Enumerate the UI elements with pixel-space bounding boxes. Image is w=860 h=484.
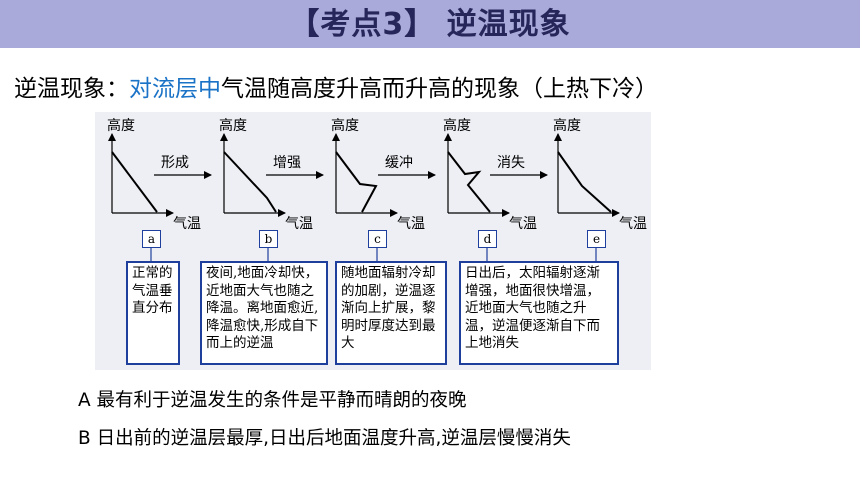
graph-a [108, 133, 174, 217]
option-b: B 日出前的逆温层最厚,日出后地面温度升高,逆温层慢慢消失 [78, 428, 571, 449]
intro-suffix: 气温随高度升高而升高的现象（上热下冷） [221, 76, 658, 102]
description-d: 日出后，太阳辐射逐渐增强，地面很快增温，近地面大气也随之升温，逆温便逐渐自下而上… [459, 261, 619, 365]
x-axis-label-a: 气温 [173, 216, 201, 232]
description-b: 夜间,地面冷却快，近地面大气也随之降温。离地面愈近,降温愈快,形成自下而上的逆温 [200, 261, 328, 365]
graph-e [554, 133, 620, 217]
x-axis-label-d: 气温 [509, 216, 537, 232]
panel-letter-c: c [368, 230, 387, 248]
inversion-diagram: 高度 高度 高度 高度 高度 气温 气温 气温 气温 气温 形成 增强 缓冲 消… [95, 112, 651, 370]
arrow-label-form: 形成 [161, 155, 189, 171]
y-axis-label-c: 高度 [331, 118, 359, 134]
diagram-graphics [108, 133, 620, 261]
graph-d [444, 133, 510, 217]
description-a: 正常的气温垂直分布 [126, 261, 180, 365]
y-axis-label-d: 高度 [443, 118, 471, 134]
x-axis-label-e: 气温 [619, 216, 647, 232]
panel-letter-a: a [142, 230, 161, 248]
y-axis-label-e: 高度 [553, 118, 581, 134]
arrow-label-disappear: 消失 [497, 155, 525, 171]
title-bar [0, 0, 860, 48]
intro-highlight: 对流层中 [129, 76, 221, 102]
intro-text: 逆温现象：对流层中气温随高度升高而升高的现象（上热下冷） [14, 74, 658, 104]
x-axis-label-b: 气温 [285, 216, 313, 232]
panel-letter-e: e [587, 230, 606, 248]
page-title: 【考点3】 逆温现象 [289, 7, 571, 42]
graph-b [220, 133, 286, 217]
y-axis-label-a: 高度 [107, 118, 135, 134]
x-axis-label-c: 气温 [397, 216, 425, 232]
panel-letter-d: d [478, 230, 497, 248]
option-a: A 最有利于逆温发生的条件是平静而晴朗的夜晚 [78, 390, 467, 411]
description-c: 随地面辐射冷却的加剧，逆温逐渐向上扩展，黎明时厚度达到最大 [335, 261, 447, 365]
y-axis-label-b: 高度 [219, 118, 247, 134]
arrow-label-buffer: 缓冲 [385, 155, 413, 171]
graph-c [332, 133, 398, 217]
panel-letter-b: b [259, 230, 278, 248]
arrow-label-strengthen: 增强 [273, 155, 301, 171]
intro-prefix: 逆温现象： [14, 76, 129, 102]
